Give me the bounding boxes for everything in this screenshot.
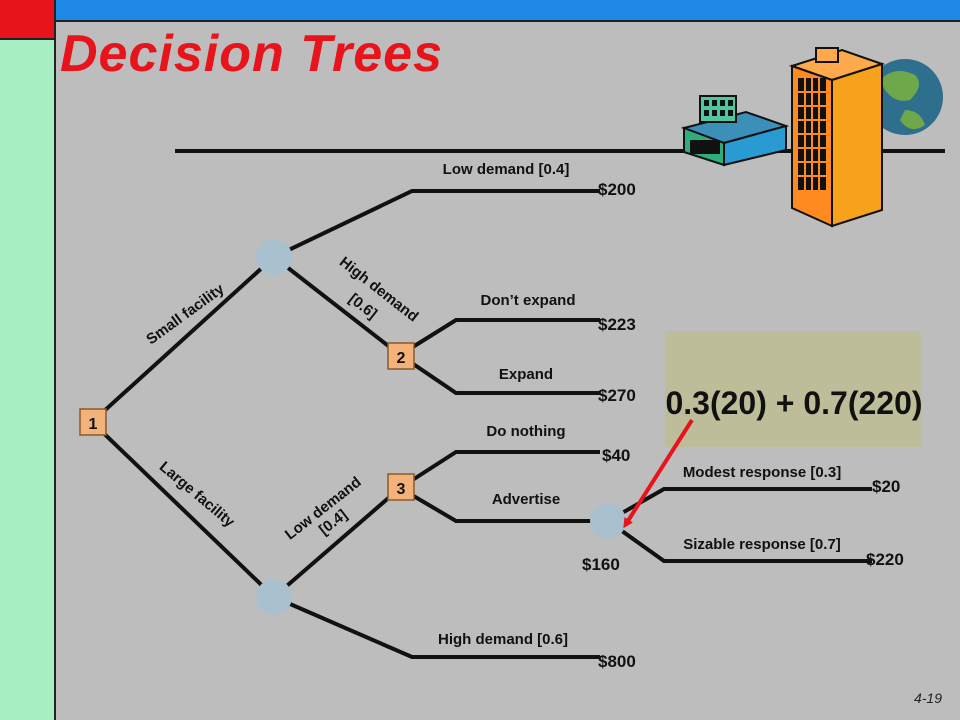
branch-label-dont-expand: Don’t expand — [480, 292, 575, 309]
chance-node-small — [256, 239, 292, 275]
page-number: 4-19 — [913, 690, 942, 706]
payoff-200: $200 — [598, 180, 636, 199]
decision-node-2 — [387, 342, 415, 370]
payoff-223: $223 — [598, 315, 636, 334]
branch-label-large-high-demand: High demand [0.6] — [438, 631, 568, 648]
slide-title: Decision Trees — [60, 25, 444, 83]
payoff-270: $270 — [598, 386, 636, 405]
branch-label-advertise: Advertise — [492, 491, 560, 508]
payoff-220: $220 — [866, 550, 904, 569]
branch-label-modest-response: Modest response [0.3] — [683, 464, 841, 481]
branch-label-expand: Expand — [499, 366, 553, 383]
branch-label-do-nothing: Do nothing — [486, 423, 565, 440]
branch-label-sizable-response: Sizable response [0.7] — [683, 536, 841, 553]
payoff-160: $160 — [582, 555, 620, 574]
tree-edges — [90, 189, 872, 659]
callout-arrow-icon — [623, 418, 694, 529]
corner-accent-box — [0, 0, 56, 40]
payoff-800: $800 — [598, 652, 636, 671]
decision-node-3-label: 3 — [397, 481, 406, 498]
calculation-callout-text: 0.3(20) + 0.7(220) — [665, 385, 922, 421]
chance-node-large — [256, 579, 292, 615]
buildings-illustration-icon — [680, 47, 943, 228]
payoff-20: $20 — [872, 477, 900, 496]
left-accent-bar — [0, 0, 56, 720]
decision-node-3 — [387, 473, 415, 501]
decision-node-1-label: 1 — [89, 416, 98, 433]
decision-node-1 — [79, 408, 107, 436]
branch-label-small-low-demand: Low demand [0.4] — [443, 161, 570, 178]
payoff-40: $40 — [602, 446, 630, 465]
chance-node-advertise — [590, 503, 626, 539]
calculation-callout-box — [665, 331, 921, 447]
decision-node-2-label: 2 — [397, 350, 406, 367]
top-accent-bar — [56, 0, 960, 22]
